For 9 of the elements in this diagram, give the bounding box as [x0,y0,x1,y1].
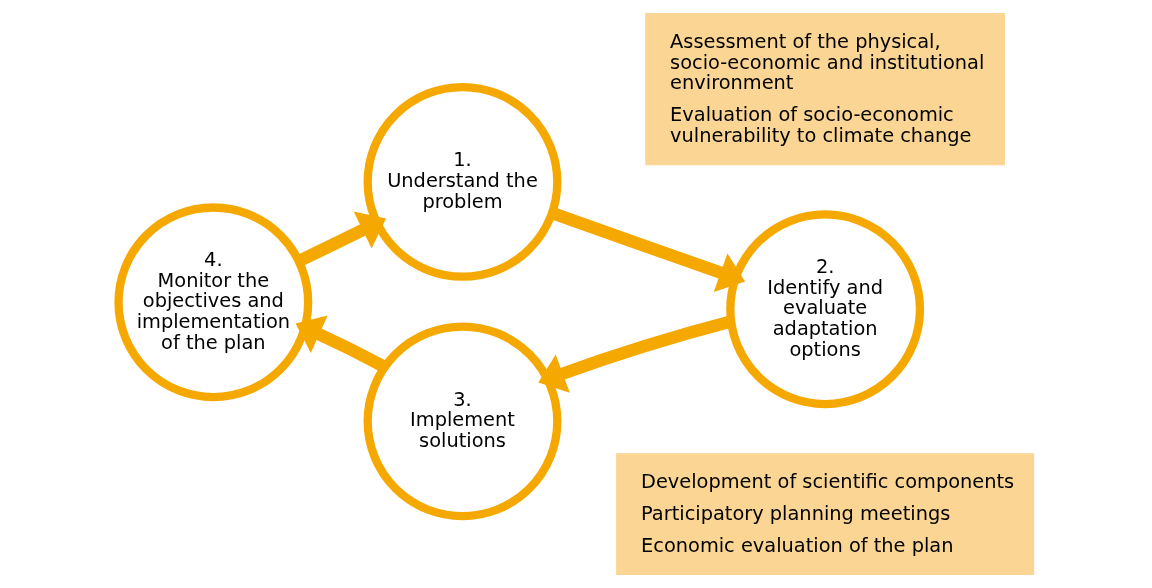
node-circle: 3. Implement solutions [363,322,562,521]
node-box: Assessment of the physical, socio-economic and institutional environment Evaluation of socio-economic vulnerability to climate change [645,13,1006,166]
arrow [296,211,386,267]
node-circle: 4. Monitor the objectives and implementation of the plan [114,203,313,402]
node-circle: 2. Identify and evaluate adaptation options [726,210,925,409]
node-box: Development of scientific components Participatory planning meetings Economic evaluation of the plan [616,453,1035,575]
arrow [550,207,746,293]
arrow [295,315,388,373]
node-circle: 1. Understand the problem [363,82,562,281]
